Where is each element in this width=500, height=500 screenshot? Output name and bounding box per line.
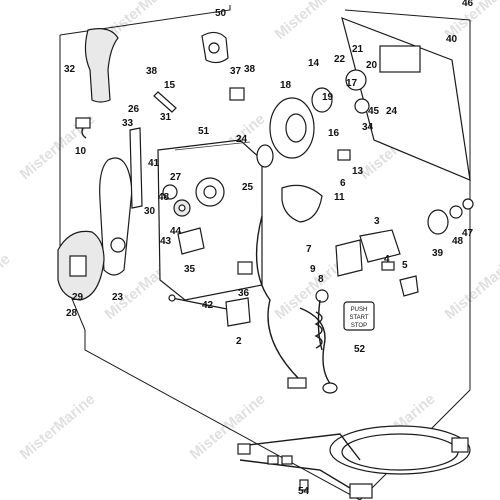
watermark-text: MisterMarine bbox=[272, 0, 354, 43]
callout-51: 51 bbox=[198, 126, 210, 137]
part-lever-handle bbox=[84, 28, 119, 103]
callout-24: 24 bbox=[386, 106, 398, 117]
callout-34: 34 bbox=[362, 122, 374, 133]
callout-47: 47 bbox=[462, 228, 474, 239]
part-mount-bracket bbox=[177, 227, 205, 255]
callout-26: 26 bbox=[128, 104, 140, 115]
callout-23: 23 bbox=[112, 292, 124, 303]
callout-28: 28 bbox=[66, 308, 78, 319]
stop-label: STOP bbox=[351, 323, 367, 329]
callout-9: 9 bbox=[310, 264, 316, 275]
callout-38: 38 bbox=[146, 66, 158, 77]
callout-25: 25 bbox=[242, 182, 254, 193]
callout-17: 17 bbox=[346, 78, 358, 89]
callout-32: 32 bbox=[64, 64, 76, 75]
part-fitting bbox=[354, 98, 370, 114]
part-connector bbox=[75, 117, 91, 139]
callout-8: 8 bbox=[318, 274, 324, 285]
part-bolt bbox=[168, 294, 233, 311]
callout-10: 10 bbox=[75, 146, 87, 157]
callout-45: 45 bbox=[368, 106, 380, 117]
callout-42: 42 bbox=[202, 300, 214, 311]
part-lanyard-switch bbox=[314, 239, 363, 351]
callout-2: 2 bbox=[236, 336, 242, 347]
callout-number-layer: 50 32 38 15 26 33 31 10 51 37 38 18 14 2… bbox=[64, 0, 474, 497]
part-seal-ring bbox=[256, 144, 274, 168]
callout-3: 3 bbox=[374, 216, 380, 227]
part-key-assembly bbox=[359, 229, 419, 297]
callout-29: 29 bbox=[72, 292, 84, 303]
callout-16: 16 bbox=[328, 128, 340, 139]
callout-40: 40 bbox=[446, 34, 458, 45]
part-plate bbox=[225, 261, 253, 327]
callout-7: 7 bbox=[306, 244, 312, 255]
watermark-text: MisterMarine bbox=[17, 391, 99, 464]
callout-31: 31 bbox=[160, 112, 172, 123]
part-back-plate bbox=[341, 17, 471, 181]
part-wiring-harness bbox=[237, 215, 471, 499]
callout-5: 5 bbox=[402, 260, 408, 271]
callout-39: 39 bbox=[432, 248, 444, 259]
callout-49: 48 bbox=[158, 192, 170, 203]
part-key-switch bbox=[345, 69, 367, 91]
part-top-cap bbox=[201, 31, 229, 64]
start-label: START bbox=[349, 315, 368, 321]
part-main-housing bbox=[157, 139, 263, 301]
callout-52: 52 bbox=[354, 344, 366, 355]
part-gear-cluster bbox=[173, 199, 191, 217]
part-pin bbox=[153, 91, 177, 113]
part-gear bbox=[162, 184, 178, 200]
part-small-block bbox=[229, 87, 245, 101]
callout-6: 6 bbox=[340, 178, 346, 189]
callout-35: 35 bbox=[184, 264, 196, 275]
watermark-text: MisterMarine bbox=[0, 251, 13, 324]
push-label: PUSH bbox=[351, 307, 368, 313]
callout-50: 50 bbox=[215, 8, 227, 19]
part-indicator-cup bbox=[281, 184, 323, 223]
callout-38b: 38 bbox=[244, 64, 256, 75]
part-bracket-strip bbox=[129, 127, 143, 209]
callout-11: 11 bbox=[334, 192, 345, 203]
callout-13: 13 bbox=[352, 166, 364, 177]
watermark-text: MisterMarine bbox=[0, 0, 13, 43]
part-cap bbox=[427, 209, 449, 235]
callout-18: 18 bbox=[280, 80, 292, 91]
part-washers bbox=[449, 198, 474, 219]
callout-48: 48 bbox=[452, 236, 464, 247]
callout-27: 27 bbox=[170, 172, 182, 183]
part-control-arm bbox=[99, 157, 133, 276]
part-switch-body bbox=[311, 87, 333, 113]
callout-33: 33 bbox=[122, 118, 134, 129]
callout-19: 19 bbox=[322, 92, 334, 103]
callout-4: 4 bbox=[384, 254, 390, 265]
part-clip bbox=[337, 149, 351, 161]
push-start-stop-button: PUSH START STOP bbox=[343, 301, 375, 331]
callout-46: 46 bbox=[462, 0, 474, 9]
callout-44: 44 bbox=[170, 226, 182, 237]
callout-20: 20 bbox=[366, 60, 378, 71]
callout-22: 22 bbox=[334, 54, 346, 65]
callout-36: 36 bbox=[238, 288, 250, 299]
callout-41: 41 bbox=[148, 158, 160, 169]
callout-14: 14 bbox=[308, 58, 320, 69]
watermark-text: MisterMarine bbox=[442, 251, 500, 324]
callout-37: 37 bbox=[230, 66, 242, 77]
callout-43: 43 bbox=[160, 236, 172, 247]
callout-21: 21 bbox=[352, 44, 364, 55]
part-trim-switch-disc bbox=[269, 97, 315, 159]
part-handle-cover bbox=[57, 230, 105, 301]
callout-15: 15 bbox=[164, 80, 176, 91]
callout-24b: 24 bbox=[236, 134, 248, 145]
watermark-text: MisterMarine bbox=[187, 391, 269, 464]
callout-30: 30 bbox=[144, 206, 156, 217]
callout-54: 54 bbox=[298, 486, 310, 497]
